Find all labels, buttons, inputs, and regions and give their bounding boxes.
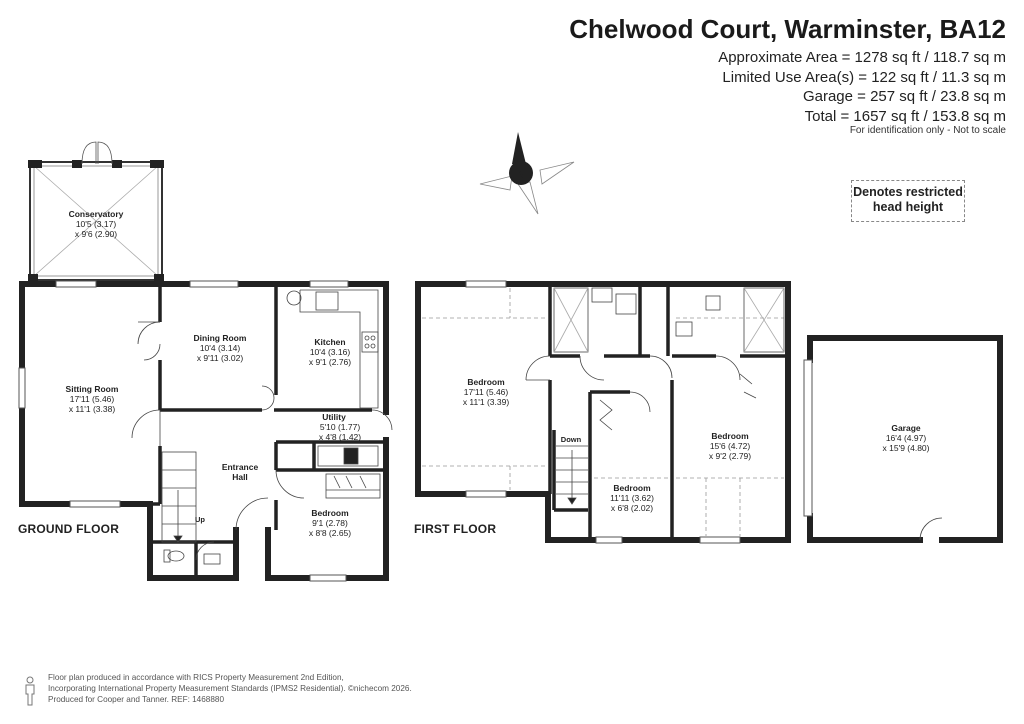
sitting-room-label: Sitting Room	[66, 384, 119, 394]
garage-area: Garage = 257 sq ft / 23.8 sq m	[802, 88, 1006, 105]
garage-door	[803, 359, 813, 517]
utility-dim2: x 4'8 (1.42)	[319, 432, 361, 442]
conservatory-dim1: 10'5 (3.17)	[76, 219, 117, 229]
total-area: Total = 1657 sq ft / 153.8 sq m	[804, 107, 1006, 125]
footer-line-3: Produced for Cooper and Tanner. REF: 146…	[48, 695, 224, 704]
kitchen-dim1: 10'4 (3.16)	[310, 347, 351, 357]
dining-room-label: Dining Room	[194, 333, 247, 343]
stairs-down-label: Down	[561, 435, 582, 444]
limited-use-area: Limited Use Area(s) = 122 sq ft / 11.3 s…	[722, 68, 1006, 86]
area-summary: Approximate Area = 1278 sq ft / 118.7 sq…	[718, 48, 1006, 126]
compass-icon: N	[479, 132, 575, 215]
room-labels: Conservatory 10'5 (3.17) x 9'6 (2.90) Di…	[66, 209, 930, 538]
ground-floor	[18, 141, 393, 582]
footer-line-2: Incorporating International Property Mea…	[48, 684, 412, 693]
first-bedroom-mid-label: Bedroom	[613, 483, 651, 493]
ground-floor-label: GROUND FLOOR	[18, 522, 120, 536]
ground-bedroom-dim2: x 8'8 (2.65)	[309, 528, 351, 538]
first-bedroom-mid-dim2: x 6'8 (2.02)	[611, 503, 653, 513]
sitting-room-dim2: x 11'1 (3.38)	[69, 404, 116, 414]
dining-room-dim2: x 9'11 (3.02)	[197, 353, 244, 363]
kitchen-label: Kitchen	[314, 337, 345, 347]
compass-north-label: N	[516, 166, 525, 181]
conservatory-dim2: x 9'6 (2.90)	[75, 229, 117, 239]
ground-floor-windows	[18, 280, 349, 582]
first-bedroom-left-dim1: 17'11 (5.46)	[464, 387, 509, 397]
legend-line-1: Denotes restricted	[853, 185, 963, 199]
ground-floor-doors	[131, 321, 393, 561]
first-floor-label: FIRST FLOOR	[414, 522, 497, 536]
dining-room-dim1: 10'4 (3.14)	[200, 343, 241, 353]
footer-line-1: Floor plan produced in accordance with R…	[48, 673, 344, 682]
garage-dim1: 16'4 (4.97)	[886, 433, 927, 443]
first-floor-inner-walls	[548, 284, 788, 540]
ground-floor-inner-walls	[150, 284, 386, 578]
kitchen-fittings	[286, 289, 379, 467]
conservatory-label: Conservatory	[69, 209, 124, 219]
first-bedroom-left-dim2: x 11'1 (3.39)	[463, 397, 510, 407]
restricted-height-legend: Denotes restricted head height	[851, 180, 965, 222]
footer-notes: Floor plan produced in accordance with R…	[48, 672, 412, 705]
first-bedroom-right-label: Bedroom	[711, 431, 749, 441]
entrance-hall-label-2: Hall	[232, 472, 248, 482]
first-floor-doors	[525, 355, 741, 413]
first-floor-windows	[465, 280, 741, 544]
ground-bedroom-label: Bedroom	[311, 508, 349, 518]
garage-side-door	[919, 517, 943, 541]
stairs-up-label: Up	[195, 515, 205, 524]
page-title: Chelwood Court, Warminster, BA12	[569, 14, 1006, 44]
ground-floor-details	[161, 451, 381, 565]
bathroom-fittings	[553, 287, 785, 431]
conservatory-walls	[28, 141, 164, 284]
first-bedroom-left-label: Bedroom	[467, 377, 505, 387]
scale-note: For identification only - Not to scale	[849, 125, 1006, 136]
first-bedroom-mid-dim1: 11'11 (3.62)	[610, 493, 654, 503]
restricted-height-lines	[422, 288, 784, 536]
approximate-area: Approximate Area = 1278 sq ft / 118.7 sq…	[718, 49, 1006, 66]
first-floor	[415, 280, 791, 544]
first-bedroom-right-dim2: x 9'2 (2.79)	[709, 451, 751, 461]
ground-bedroom-dim1: 9'1 (2.78)	[312, 518, 348, 528]
garage-label: Garage	[891, 423, 921, 433]
first-bedroom-right-dim1: 15'6 (4.72)	[710, 441, 751, 451]
entrance-hall-label: Entrance	[222, 462, 259, 472]
garage-dim2: x 15'9 (4.80)	[883, 443, 930, 453]
legend-line-2: head height	[872, 200, 944, 214]
person-scale-icon	[25, 676, 35, 706]
first-floor-stairs	[556, 445, 588, 505]
garage	[803, 335, 1003, 543]
utility-dim1: 5'10 (1.77)	[320, 422, 361, 432]
first-floor-walls	[415, 281, 791, 543]
kitchen-dim2: x 9'1 (2.76)	[309, 357, 351, 367]
garage-walls	[807, 335, 1003, 543]
sitting-room-dim1: 17'11 (5.46)	[70, 394, 115, 404]
utility-label: Utility	[322, 412, 346, 422]
